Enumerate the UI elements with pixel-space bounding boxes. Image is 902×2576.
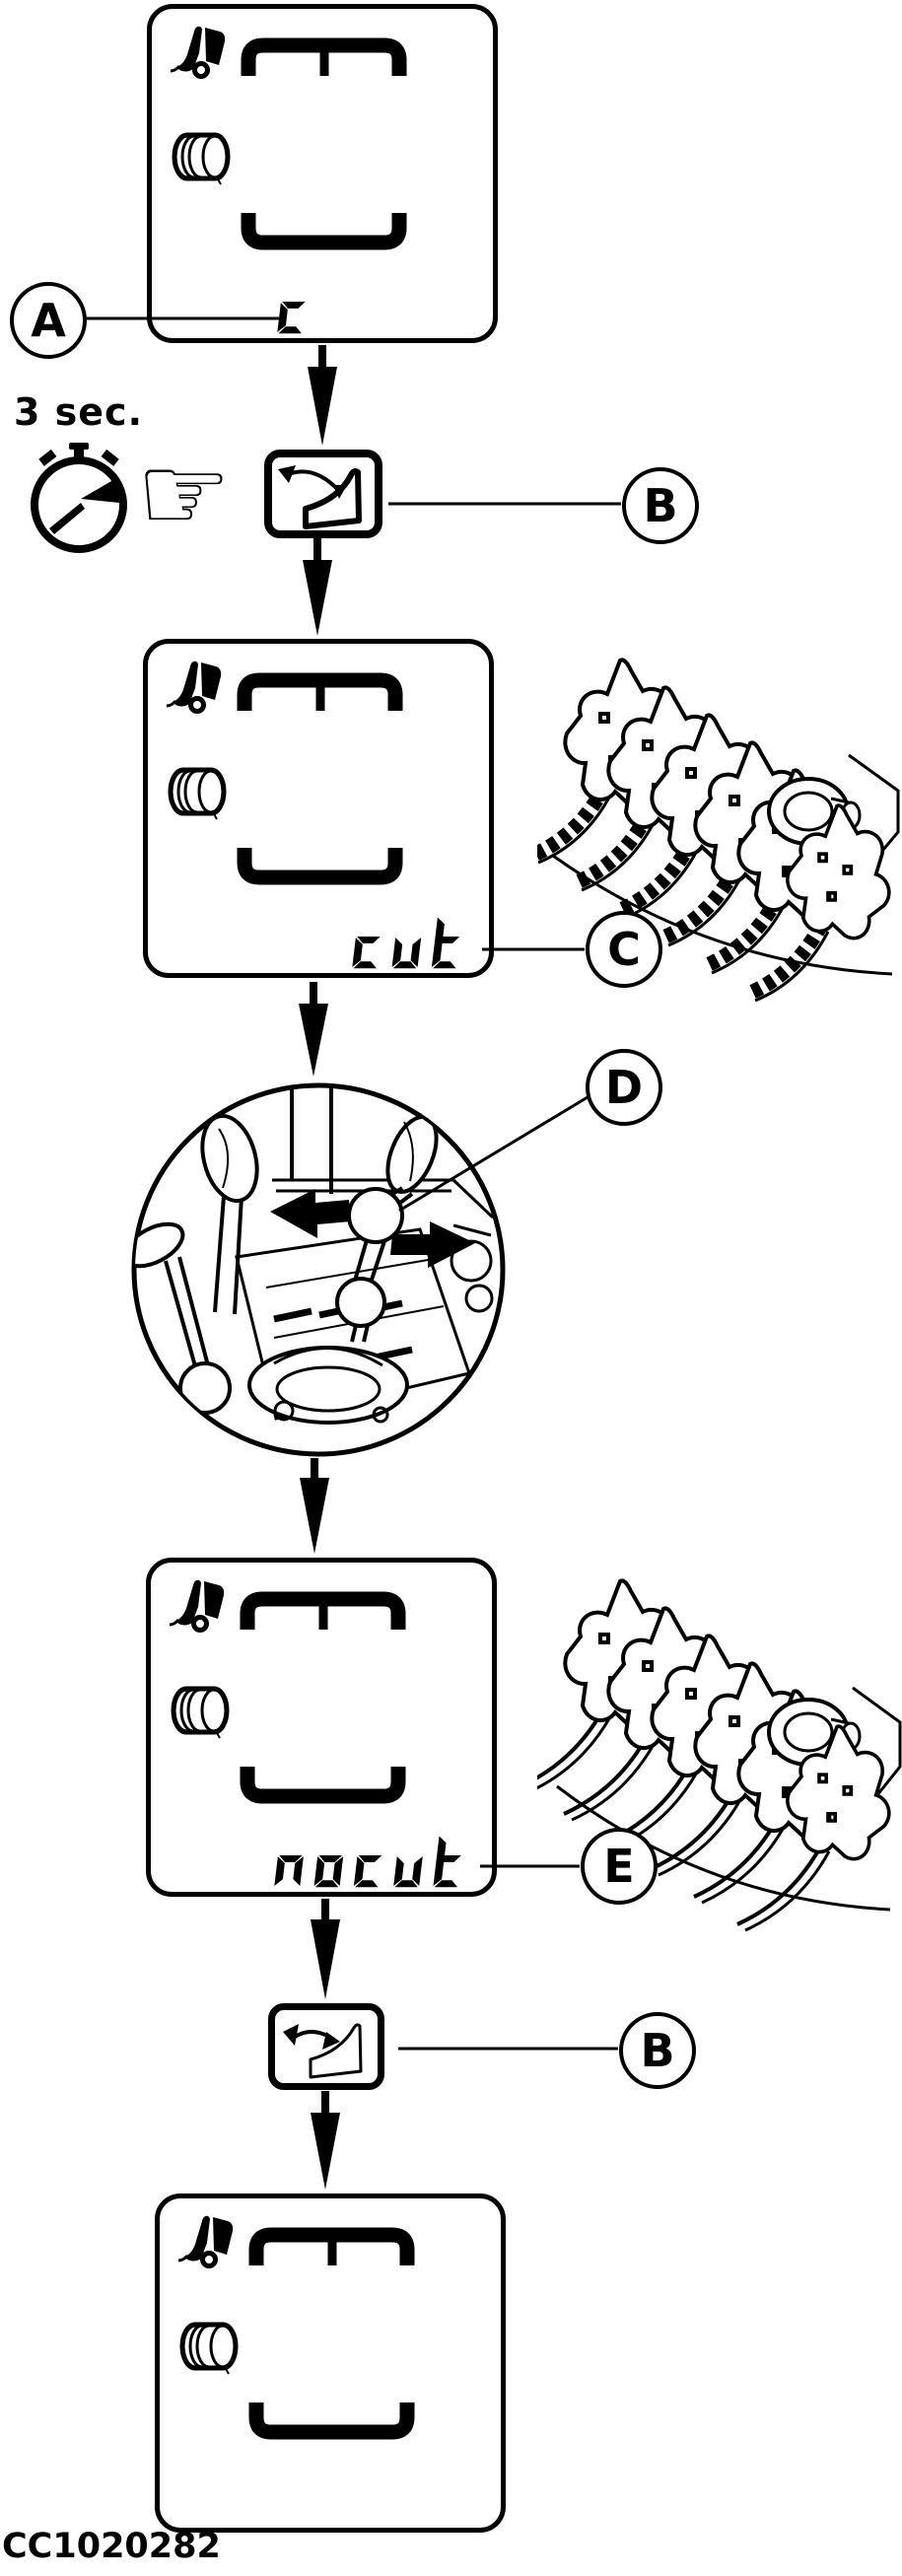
- bale-roll-icon: [174, 135, 228, 184]
- baler-pickup-icon: [170, 1580, 224, 1631]
- hold-time-label: 3 sec.: [14, 390, 144, 434]
- control-levers-icon: [131, 1082, 506, 1457]
- callout-e: E: [581, 1828, 658, 1905]
- lcd-display-panel-final: [155, 2193, 506, 2533]
- flow-arrow: [300, 1458, 329, 1554]
- baler-pickup-icon: [171, 27, 225, 77]
- baler-pickup-icon: [167, 661, 221, 712]
- stopwatch-icon: [31, 443, 127, 553]
- move-right-arrow: [390, 1221, 475, 1268]
- flow-arrow: [299, 982, 328, 1077]
- knife-button-icon: [278, 465, 362, 529]
- baler-pickup-icon: [178, 2216, 233, 2266]
- flow-arrow: [311, 1899, 340, 1999]
- lcd-display-panel-nocut: [146, 1558, 497, 1897]
- rotor-knives-engaged-icon: [537, 658, 900, 1003]
- flow-arrow: [311, 2091, 340, 2190]
- bale-chamber-frame-icon: [256, 2235, 407, 2432]
- lcd-display-panel-cut: [143, 639, 494, 978]
- pointing-hand-icon: ☞: [136, 433, 232, 556]
- callout-b-bottom: B: [619, 2012, 696, 2089]
- knife-button-icon: [283, 2023, 363, 2079]
- flow-arrow: [303, 538, 332, 636]
- callout-c: C: [586, 911, 662, 988]
- callout-d: D: [586, 1049, 662, 1126]
- lcd-text-nocut: [274, 1836, 461, 1888]
- bale-roll-icon: [171, 770, 224, 819]
- callout-b-top: B: [622, 467, 699, 544]
- figure-code: CC1020282: [2, 2527, 221, 2566]
- bale-chamber-frame-icon: [248, 45, 399, 243]
- lcd-text-cut: [352, 917, 460, 969]
- move-left-arrow: [270, 1189, 351, 1238]
- lcd-display-panel-initial: [147, 4, 498, 343]
- bale-roll-icon: [173, 1689, 227, 1738]
- knife-button: [264, 450, 382, 538]
- lcd-text-c: [277, 302, 306, 334]
- knife-button-lower: [268, 2003, 384, 2090]
- bale-chamber-frame-icon: [244, 680, 395, 877]
- rotor-knives-retracted-icon: [537, 1578, 902, 1932]
- bale-chamber-frame-icon: [247, 1599, 398, 1796]
- bale-roll-icon: [182, 2325, 236, 2374]
- callout-a: A: [10, 282, 87, 359]
- flow-arrow: [308, 345, 337, 446]
